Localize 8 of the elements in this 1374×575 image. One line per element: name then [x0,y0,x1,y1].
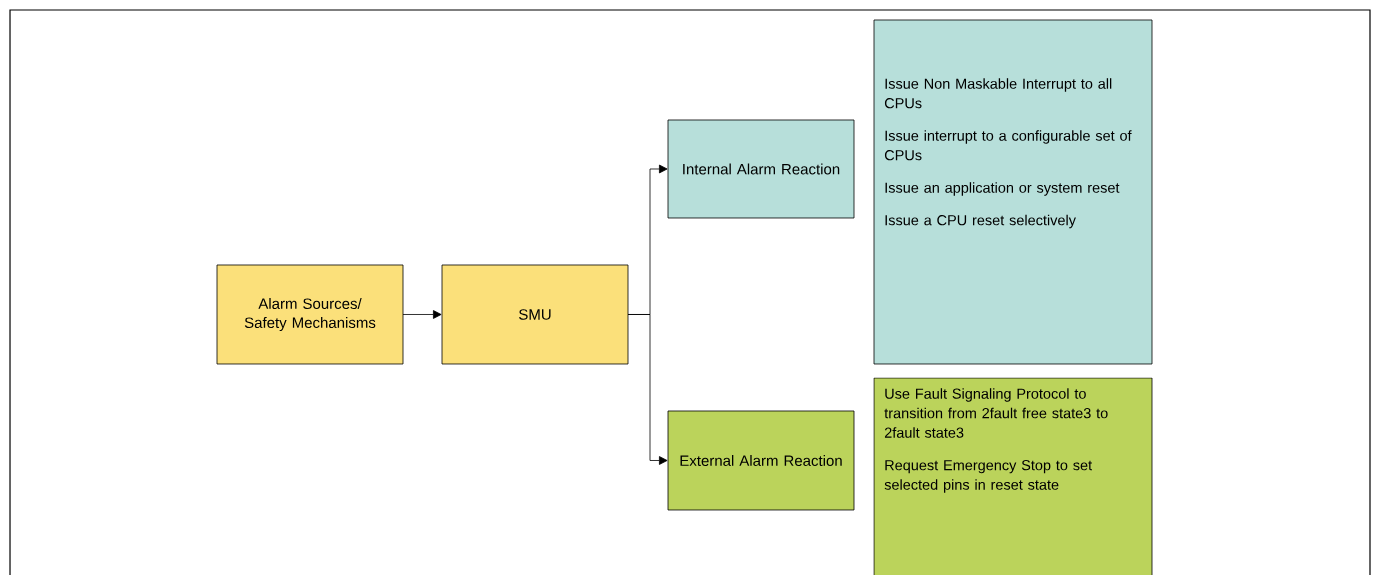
process-box: SMU [441,264,629,365]
arrow [627,314,668,465]
description-box: Use Fault Signaling Protocol to transition from 2fault free state3 to 2fault state3 Request Emergency Stop to set selected pins in reset state [873,377,1153,575]
process-box: Alarm Sources/ Safety Mechanisms [216,264,404,365]
arrow [402,310,442,319]
description-box: Issue Non Maskable Interrupt to all CPUs Issue interrupt to a configurable set of CPUs Issue an application or system reset Issue a CPU reset selectively [873,19,1153,365]
process-box: Internal Alarm Reaction [667,119,855,219]
process-box: External Alarm Reaction [667,410,855,511]
